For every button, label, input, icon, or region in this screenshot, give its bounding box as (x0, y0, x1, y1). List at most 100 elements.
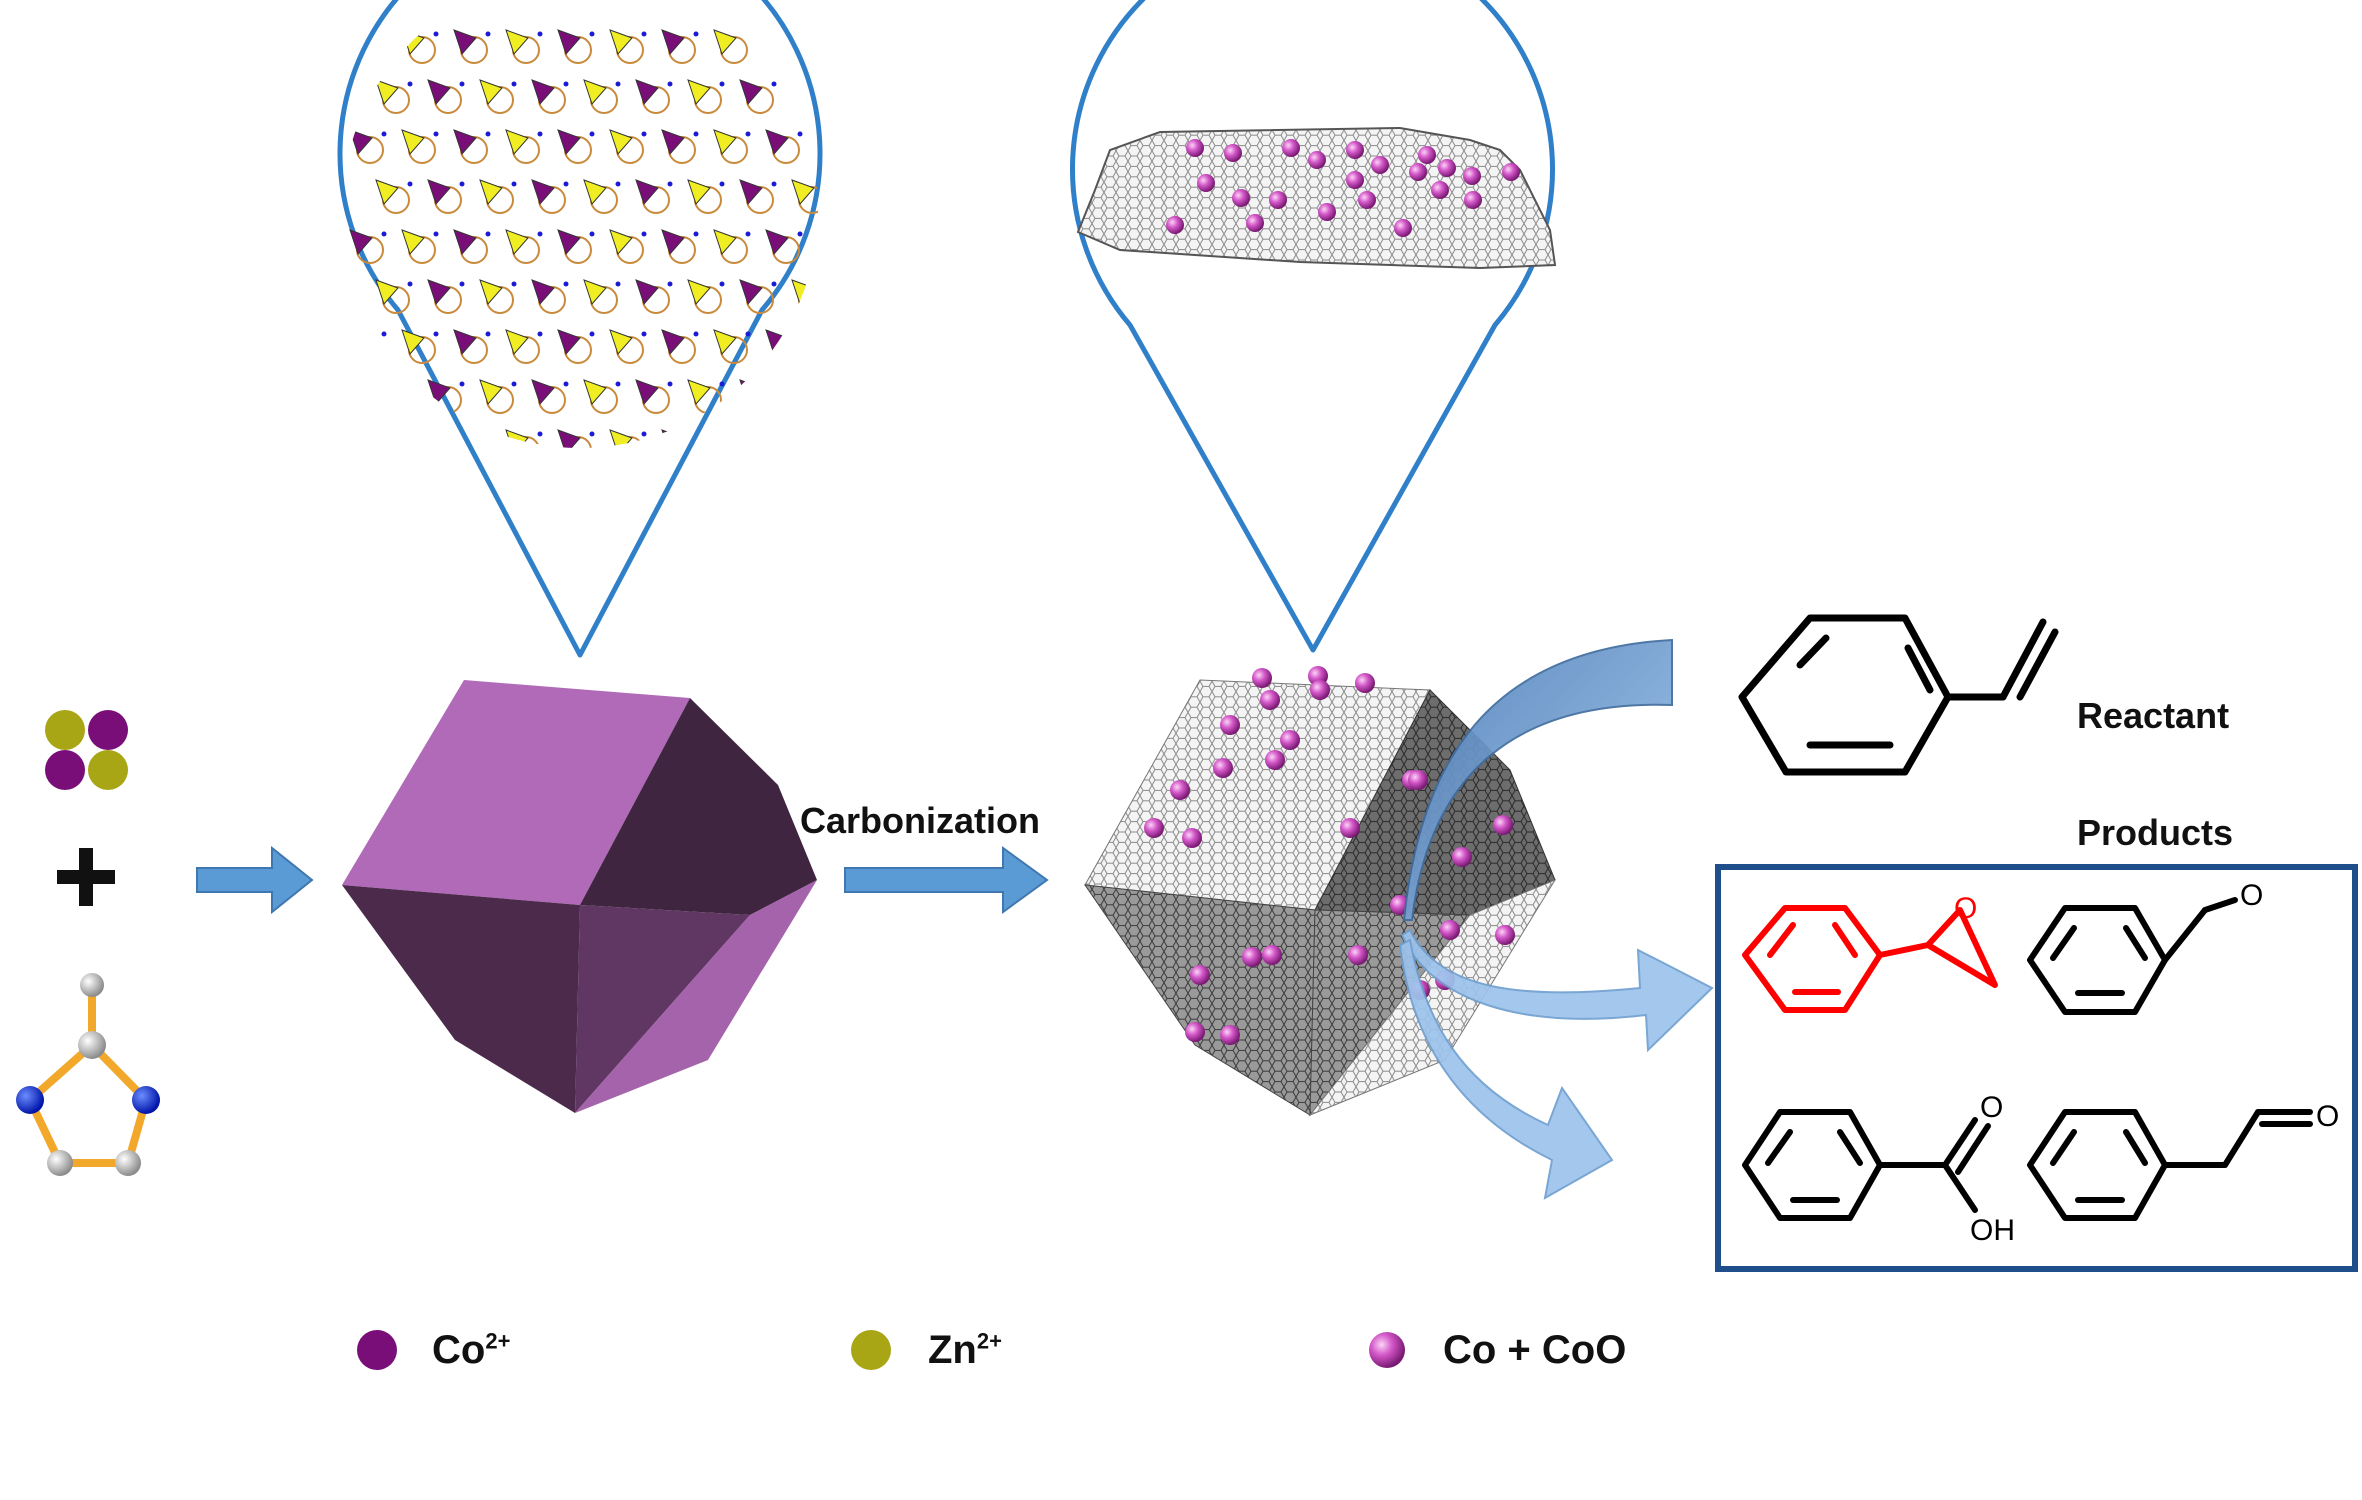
nitrogen-atom (563, 381, 569, 387)
phenylacetaldehyde-molecule (2027, 1109, 2313, 1221)
co-nanoparticle (1224, 144, 1242, 162)
nitrogen-atom (407, 281, 413, 287)
co-nanoparticle (1340, 818, 1360, 838)
curved-arrow-products-out-1 (1400, 928, 1714, 1053)
zn-tetrahedron (791, 279, 815, 305)
zn-tetrahedron (583, 279, 607, 305)
zif-crystal (342, 680, 817, 1113)
co-tetrahedron (557, 29, 581, 55)
framework-callout (337, 0, 881, 658)
zn-tetrahedron (375, 379, 399, 405)
co-nanoparticle (1170, 780, 1190, 800)
nitrogen-atom (615, 81, 621, 87)
co-nanoparticle (1346, 141, 1364, 159)
styrene-molecule (1738, 614, 2059, 776)
nitrogen-atom (719, 281, 725, 287)
co-nanoparticle (1440, 920, 1460, 940)
co-nanoparticle (1431, 181, 1449, 199)
zn-tetrahedron (687, 379, 711, 405)
zn-tetrahedron (479, 279, 503, 305)
zn-tetrahedron (713, 129, 737, 155)
co-tetrahedron (557, 129, 581, 155)
nitrogen-atom (407, 381, 413, 387)
zn-tetrahedron (505, 329, 529, 355)
nitrogen-atom (797, 431, 803, 437)
nitrogen-atom (719, 81, 725, 87)
nitrogen-atom (433, 431, 439, 437)
co-nanoparticle (1242, 947, 1262, 967)
co-nanoparticle (1348, 945, 1368, 965)
co-tetrahedron (557, 229, 581, 255)
nitrogen-atom (485, 231, 491, 237)
nitrogen-atom (381, 331, 387, 337)
nitrogen-atom (771, 281, 777, 287)
nitrogen-atom (797, 131, 803, 137)
nitrogen-atom (433, 31, 439, 37)
nitrogen-atom (693, 331, 699, 337)
nitrogen-atom (641, 131, 647, 137)
co-tetrahedron (844, 180, 866, 204)
nitrogen-atom (797, 31, 803, 37)
co-tetrahedron (453, 329, 477, 355)
nitrogen-atom (485, 31, 491, 37)
nitrogen-atom (876, 382, 881, 387)
nitrogen-atom (745, 431, 751, 437)
co-tetrahedron (739, 379, 763, 405)
co-nanoparticle (1358, 191, 1376, 209)
co-tetrahedron (844, 80, 866, 104)
carbon-layer-callout (1070, 0, 1557, 653)
nitrogen-atom (537, 431, 543, 437)
co-nanoparticle (1438, 159, 1456, 177)
zn-tetrahedron (687, 79, 711, 105)
co-tetrahedron (739, 179, 763, 205)
co-tetrahedron (557, 329, 581, 355)
co-tetrahedron (635, 179, 659, 205)
zn-tetrahedron (479, 379, 503, 405)
nitrogen-atom (381, 131, 387, 137)
legend-zn2-marker (851, 1330, 891, 1370)
co-nanoparticle (1463, 167, 1481, 185)
zn-tetrahedron (713, 329, 737, 355)
nitrogen-atom (537, 131, 543, 137)
nitrogen-atom (589, 431, 595, 437)
legend-co2-marker (357, 1330, 397, 1370)
zn-tetrahedron (583, 79, 607, 105)
zn-tetrahedron (505, 29, 529, 55)
zn-tetrahedron (713, 429, 737, 448)
co-nanoparticle (1213, 758, 1233, 778)
zn-tetrahedron (375, 179, 399, 205)
co-nanoparticle (1452, 847, 1472, 867)
co-nanoparticle (1495, 925, 1515, 945)
nitrogen-atom (876, 282, 881, 287)
nitrogen-atom (537, 231, 543, 237)
arrow-to-zif (196, 845, 314, 915)
co-nanoparticle (1269, 191, 1287, 209)
nitrogen-atom (459, 81, 465, 87)
nitrogen-atom (485, 131, 491, 137)
zn-tetrahedron (401, 329, 425, 355)
legend-zn2-label: Zn2+ (928, 1328, 1002, 1373)
zn-tetrahedron (817, 29, 818, 55)
atom-label-oh-acid: OH (1970, 1214, 2015, 1247)
co-tetrahedron (453, 229, 477, 255)
carbonization-label: Carbonization (800, 800, 1040, 841)
nitrogen-atom (459, 181, 465, 187)
co-tetrahedron (453, 29, 477, 55)
zn-tetrahedron (713, 229, 737, 255)
co-tetrahedron (635, 379, 659, 405)
co-tetrahedron (349, 329, 373, 355)
nitrogen-atom (824, 182, 829, 187)
nitrogen-atom (433, 331, 439, 337)
co-nanoparticle (1265, 750, 1285, 770)
co-nanoparticle (1232, 189, 1250, 207)
zn-tetrahedron (401, 229, 425, 255)
nitrogen-atom (824, 382, 829, 387)
co-nanoparticle (1394, 219, 1412, 237)
nitrogen-atom (589, 231, 595, 237)
zn-tetrahedron (791, 179, 815, 205)
nitrogen-atom (745, 231, 751, 237)
atom-label-o-benzaldehyde: O (2240, 879, 2263, 912)
zn-tetrahedron (791, 379, 815, 405)
co-nanoparticle (1371, 156, 1389, 174)
